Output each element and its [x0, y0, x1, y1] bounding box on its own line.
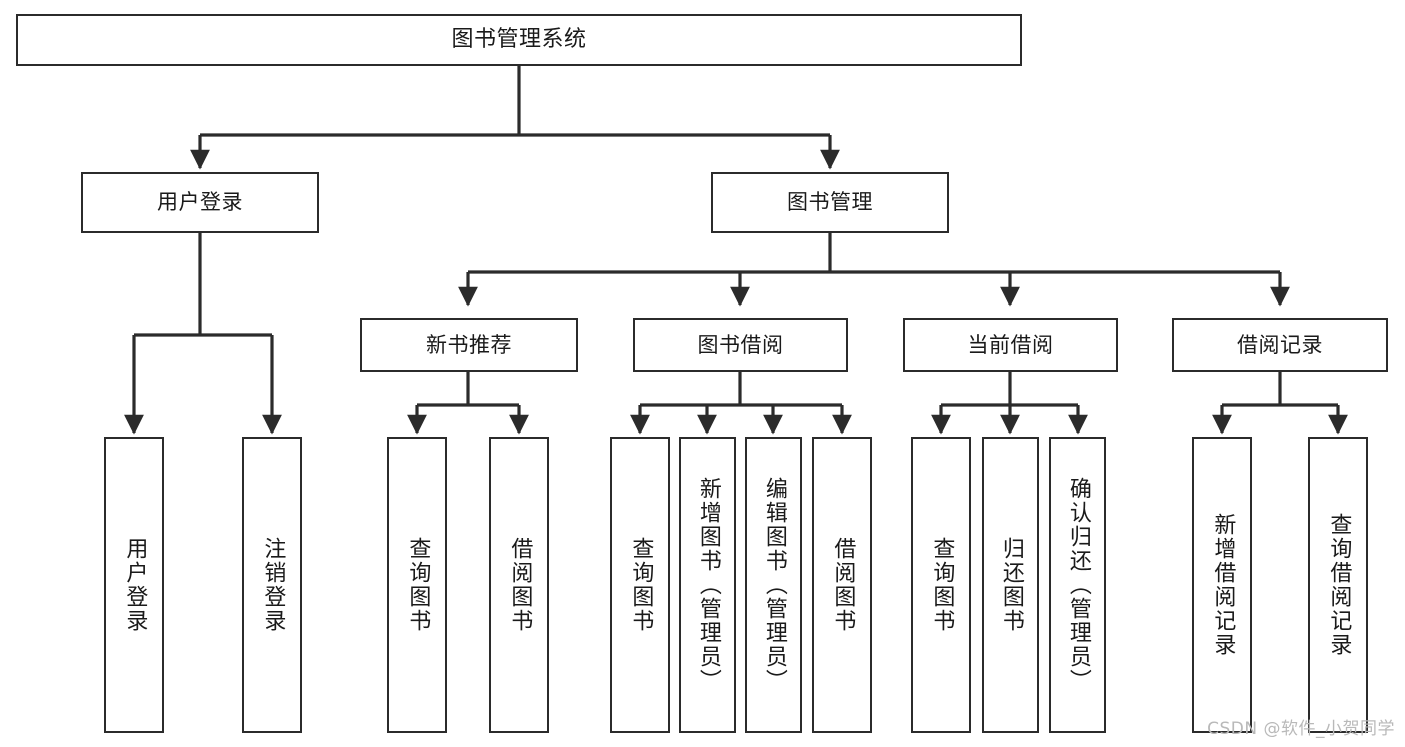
node-book-borrow[interactable]: 图书借阅: [633, 318, 848, 372]
node-leaf-borrow-book-1-label: 借阅图书: [507, 537, 533, 633]
node-leaf-query-record-label: 查询借阅记录: [1326, 513, 1352, 657]
node-leaf-edit-book[interactable]: 编辑图书（管理员）: [745, 437, 802, 733]
node-leaf-confirm-return[interactable]: 确认归还（管理员）: [1049, 437, 1106, 733]
node-leaf-add-book[interactable]: 新增图书（管理员）: [679, 437, 736, 733]
node-leaf-return-book-label: 归还图书: [998, 537, 1024, 633]
node-root-label: 图书管理系统: [451, 27, 587, 53]
node-leaf-query-record[interactable]: 查询借阅记录: [1308, 437, 1368, 733]
node-leaf-query-book-1-label: 查询图书: [405, 537, 431, 633]
node-leaf-logout[interactable]: 注销登录: [242, 437, 302, 733]
node-leaf-query-book-3[interactable]: 查询图书: [911, 437, 971, 733]
node-borrow-record[interactable]: 借阅记录: [1172, 318, 1388, 372]
node-new-book-recommend-label: 新书推荐: [426, 332, 512, 357]
node-leaf-return-book[interactable]: 归还图书: [982, 437, 1039, 733]
node-leaf-user-login-label: 用户登录: [122, 537, 148, 633]
node-leaf-add-book-label: 新增图书（管理员）: [695, 477, 721, 693]
node-leaf-borrow-book-1[interactable]: 借阅图书: [489, 437, 549, 733]
node-leaf-edit-book-label: 编辑图书（管理员）: [761, 477, 787, 693]
node-user-login-label: 用户登录: [157, 190, 243, 215]
node-leaf-query-book-2[interactable]: 查询图书: [610, 437, 670, 733]
node-leaf-user-login[interactable]: 用户登录: [104, 437, 164, 733]
node-leaf-logout-label: 注销登录: [260, 537, 286, 633]
node-book-management[interactable]: 图书管理: [711, 172, 949, 233]
node-user-login[interactable]: 用户登录: [81, 172, 319, 233]
csdn-watermark: CSDN @软件_小贺同学: [1207, 719, 1395, 739]
node-leaf-add-record-label: 新增借阅记录: [1210, 513, 1236, 657]
node-book-borrow-label: 图书借阅: [697, 332, 784, 357]
node-leaf-query-book-1[interactable]: 查询图书: [387, 437, 447, 733]
node-current-borrow-label: 当前借阅: [967, 332, 1054, 357]
node-leaf-query-book-2-label: 查询图书: [628, 537, 654, 633]
node-leaf-borrow-book-2-label: 借阅图书: [830, 537, 856, 633]
node-borrow-record-label: 借阅记录: [1237, 332, 1323, 357]
node-book-management-label: 图书管理: [787, 190, 873, 215]
node-leaf-confirm-return-label: 确认归还（管理员）: [1065, 477, 1091, 693]
node-leaf-query-book-3-label: 查询图书: [929, 537, 955, 633]
node-current-borrow[interactable]: 当前借阅: [903, 318, 1118, 372]
node-leaf-borrow-book-2[interactable]: 借阅图书: [812, 437, 872, 733]
node-root[interactable]: 图书管理系统: [16, 14, 1022, 66]
node-leaf-add-record[interactable]: 新增借阅记录: [1192, 437, 1252, 733]
node-new-book-recommend[interactable]: 新书推荐: [360, 318, 578, 372]
